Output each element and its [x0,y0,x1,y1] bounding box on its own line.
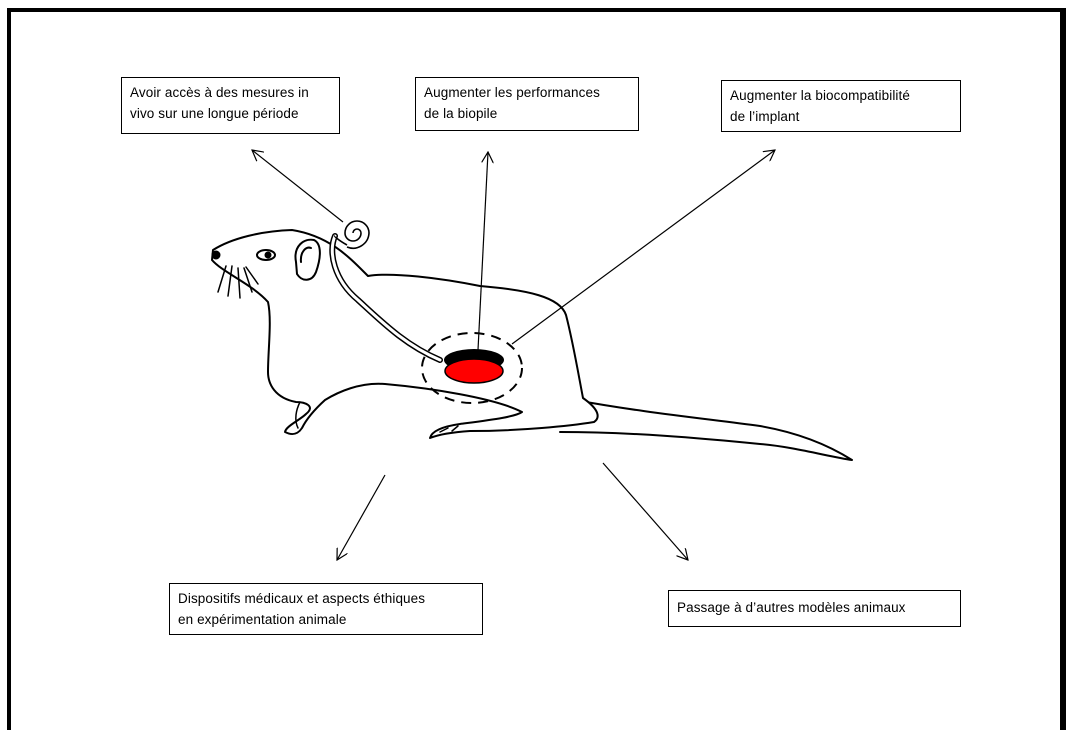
rat-nose [213,252,220,259]
arrow-long-term [252,150,343,222]
rat-illustration [212,230,852,460]
arrow-biocompat [512,150,775,344]
arrow-other-models [603,463,688,560]
goal-biocompat-line1: Augmenter la biocompatibilité [730,85,952,106]
goal-implant-biocompatibility: Augmenter la biocompatibilité de l’impla… [721,80,961,132]
goal-biopile-performance: Augmenter les performances de la biopile [415,77,639,131]
goal-medical-ethics: Dispositifs médicaux et aspects éthiques… [169,583,483,635]
goal-other-models-line1: Passage à d’autres modèles animaux [677,597,952,618]
goal-other-animal-models: Passage à d’autres modèles animaux [668,590,961,627]
goal-long-term-measurements: Avoir accès à des mesures in vivo sur un… [121,77,340,134]
goal-performance-line2: de la biopile [424,103,630,124]
rat-ear [295,240,319,280]
arrow-ethics [337,475,385,560]
goal-performance-line1: Augmenter les performances [424,82,630,103]
coil-icon [335,221,369,248]
goal-long-term-line1: Avoir accès à des mesures in [130,82,331,103]
rat-body [212,230,598,438]
goal-biocompat-line2: de l’implant [730,106,952,127]
goal-long-term-line2: vivo sur une longue période [130,103,331,124]
goal-ethics-line2: en expérimentation animale [178,609,474,630]
goal-ethics-line1: Dispositifs médicaux et aspects éthiques [178,588,474,609]
